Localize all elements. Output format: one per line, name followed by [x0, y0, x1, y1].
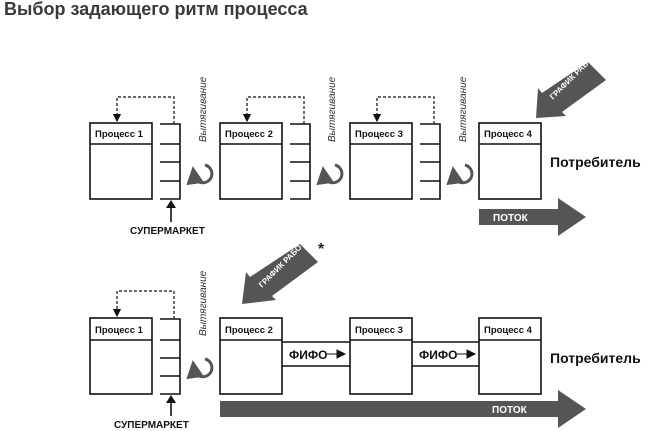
process-label: Процесс 3 — [355, 129, 403, 140]
consumer-label: Потребитель — [550, 154, 641, 170]
supermarket-shelf-icon — [420, 123, 441, 200]
circular-arrow-icon — [316, 163, 344, 186]
top-flow: Процесс 1 Процесс 2 Процесс 3 Процесс 4 — [89, 51, 641, 237]
schedule-arrow-icon: ГРАФИК РАБОТ — [242, 239, 318, 304]
process-box-4: Процесс 4 — [478, 317, 542, 395]
pull-arrow — [372, 96, 435, 124]
schedule-arrow-icon: ГРАФИК РАБОТ — [536, 51, 606, 118]
circular-arrow-icon — [186, 163, 214, 186]
process-label: Процесс 1 — [95, 129, 144, 140]
bottom-flow: Процесс 1 Процесс 2 Процесс 3 Процесс 4 … — [89, 239, 641, 431]
process-box-2: Процесс 2 — [219, 317, 283, 395]
process-label: Процесс 3 — [355, 325, 403, 336]
process-box-2: Процесс 2 — [219, 122, 283, 200]
supermarket-pointer — [166, 200, 176, 222]
pull-arrow — [112, 290, 175, 319]
process-label: Процесс 2 — [225, 325, 273, 336]
flow-arrow: ПОТОК — [479, 198, 586, 236]
fifo-label: ФИФО — [419, 348, 457, 362]
flow-arrow: ПОТОК — [220, 390, 586, 428]
pull-label: Вытягивание — [198, 76, 209, 142]
fifo-lane: ФИФО — [412, 341, 479, 367]
pull-label: Вытягивание — [327, 76, 338, 142]
fifo-label: ФИФО — [289, 348, 327, 362]
process-label: Процесс 2 — [225, 129, 273, 140]
process-box-1: Процесс 1 — [89, 317, 153, 395]
pull-label: Вытягивание — [458, 76, 469, 142]
pull-label: Вытягивание — [198, 270, 209, 336]
circular-arrow-icon — [446, 163, 474, 186]
process-label: Процесс 4 — [484, 129, 533, 140]
asterisk-mark: * — [318, 241, 325, 258]
process-label: Процесс 4 — [484, 325, 533, 336]
consumer-label: Потребитель — [550, 350, 641, 366]
pull-arrow — [242, 96, 305, 124]
process-box-1: Процесс 1 — [89, 122, 153, 200]
process-box-3: Процесс 3 — [349, 317, 413, 395]
supermarket-pointer — [166, 395, 176, 416]
supermarket-label: СУПЕРМАРКЕТ — [114, 420, 189, 431]
process-box-4: Процесс 4 — [478, 122, 542, 200]
supermarket-shelf-icon — [160, 123, 181, 200]
pull-arrow — [112, 96, 175, 124]
process-label: Процесс 1 — [95, 325, 144, 336]
circular-arrow-icon — [186, 357, 214, 380]
supermarket-label: СУПЕРМАРКЕТ — [130, 226, 205, 237]
process-box-3: Процесс 3 — [349, 122, 413, 200]
fifo-lane: ФИФО — [282, 341, 350, 367]
supermarket-shelf-icon — [160, 318, 181, 395]
flow-label: ПОТОК — [493, 213, 529, 224]
flow-label: ПОТОК — [492, 405, 528, 416]
supermarket-shelf-icon — [290, 123, 311, 200]
page-title: Выбор задающего ритм процесса — [4, 0, 309, 19]
